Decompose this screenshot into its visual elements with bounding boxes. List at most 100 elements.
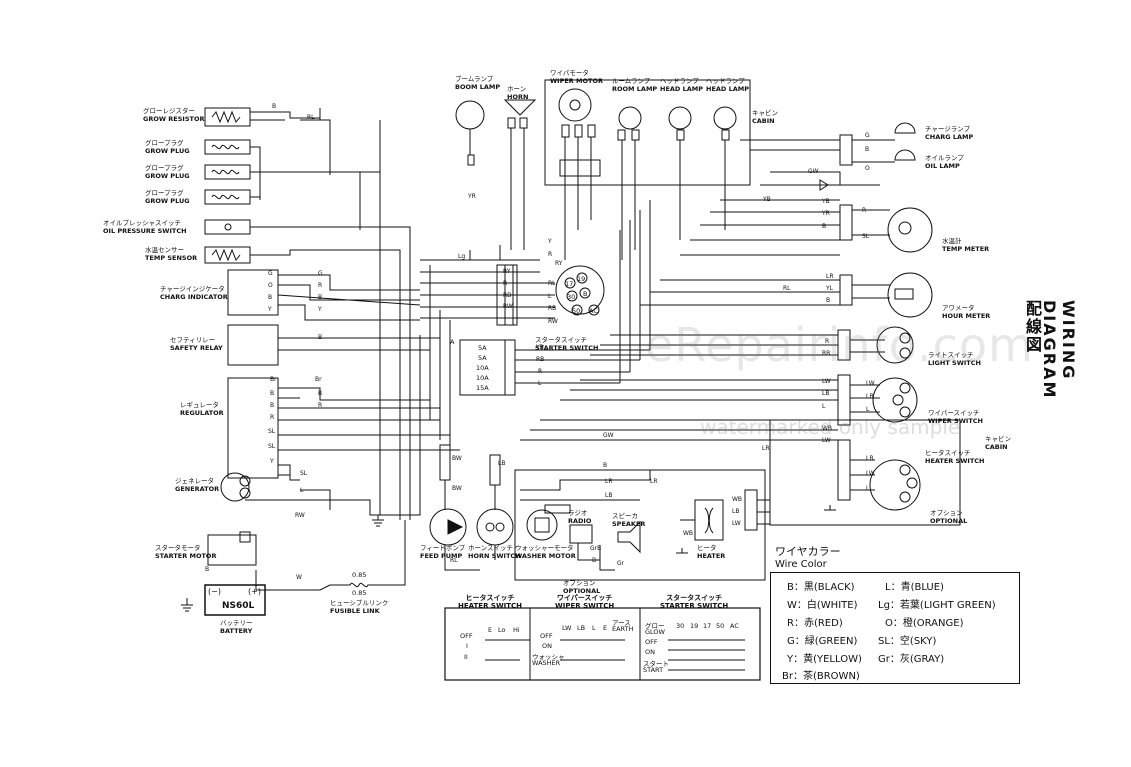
starter-terminal-19: 19 — [577, 275, 586, 283]
wire-label: RW — [548, 318, 558, 325]
wire-label: YB — [822, 198, 830, 205]
wire-label: L — [866, 406, 870, 413]
wire-color-legend-title-en: Wire Color — [775, 559, 827, 570]
watermark-main: eRepairinfo.com — [645, 318, 1034, 372]
fuse-3: 10A — [476, 364, 489, 372]
wire-label: L — [538, 380, 542, 387]
legend-item: L：青(BLUE) — [885, 582, 944, 593]
wire-label: Y — [318, 306, 322, 313]
wire-label: YB — [536, 344, 544, 351]
wire-label: B — [603, 462, 608, 469]
legend-item: B：黒(BLACK) — [787, 582, 855, 593]
fuse-box-a-label: A — [450, 338, 455, 346]
wire-label: R — [270, 414, 275, 421]
wire-label: LW — [822, 437, 831, 444]
wire-label: LB — [498, 460, 506, 467]
wiper-washer-en: WASHER — [532, 659, 561, 667]
wire-label: RY — [503, 268, 511, 275]
wire-label: R — [862, 207, 867, 214]
wire-label: B — [865, 146, 870, 153]
wire-label: YL — [826, 285, 834, 292]
wire-label: BW — [452, 455, 462, 462]
wiper-earth-en: EARTH — [612, 625, 634, 633]
wire-label: RY — [555, 260, 563, 267]
wire-label: G — [268, 270, 273, 277]
legend-item: Gr：灰(GRAY) — [878, 654, 945, 665]
starter-glow-en: GLOW — [645, 628, 665, 636]
wire-label: Gr — [617, 560, 625, 567]
wire-label: WB — [732, 496, 743, 503]
fusible-link-wire-2: 0.85 — [352, 589, 367, 597]
wire-label: RB — [503, 292, 512, 299]
wire-label: Br — [315, 376, 322, 383]
heater-row-i: I — [466, 642, 468, 650]
wire-label: B — [318, 334, 323, 341]
fuse-4: 10A — [476, 374, 489, 382]
starter-glow-jp: グロー — [645, 622, 665, 630]
legend-item: W：白(WHITE) — [787, 600, 858, 611]
diagram-title-en: WIRING DIAGRAM — [1040, 300, 1078, 400]
wire-color-legend-title-jp: ワイヤカラー — [775, 545, 841, 558]
fuse-5: 15A — [476, 384, 489, 392]
wire-label: LW — [822, 378, 831, 385]
wire-label: LR — [826, 273, 834, 280]
wire-label: Y — [268, 306, 272, 313]
wire-label: RB — [822, 350, 831, 357]
starter-terminal-ac: AC — [589, 307, 598, 315]
wire-label: LR — [605, 478, 613, 485]
starter-col-50: 50 — [716, 622, 725, 630]
starter-col-ac: AC — [730, 622, 739, 630]
wire-label: SL — [268, 443, 276, 450]
starter-row-off: OFF — [645, 638, 658, 646]
wire-label: LB — [732, 508, 740, 515]
wire-label: RL — [450, 557, 458, 564]
wiper-washer-jp: ウォッシャ — [532, 653, 565, 661]
wire-label: O — [268, 282, 273, 289]
wire-label: LR — [650, 478, 658, 485]
starter-terminal-b: B — [583, 290, 588, 298]
wire-label: RL — [783, 285, 791, 292]
wire-label: YR — [822, 210, 830, 217]
legend-item: R：赤(RED) — [787, 618, 843, 629]
wire-label: SL — [300, 470, 308, 477]
wire-label: SL — [862, 233, 870, 240]
legend-item: Br：茶(BROWN) — [782, 671, 860, 682]
wire-label: L — [866, 485, 870, 492]
wire-label: G — [318, 270, 323, 277]
wire-label: R — [548, 251, 553, 258]
wire-label: WB — [683, 530, 694, 537]
starter-start-en: START — [643, 666, 664, 674]
wire-label: B — [270, 402, 275, 409]
wire-label: R — [503, 280, 508, 287]
wire-label: RW — [503, 303, 513, 310]
starter-terminal-17: 17 — [565, 280, 574, 288]
wire-label: LB — [866, 455, 874, 462]
heater-row-off: OFF — [460, 632, 473, 640]
wire-label: GW — [603, 432, 614, 439]
wire-label: BW — [452, 485, 462, 492]
starter-terminal-50: 50 — [572, 307, 581, 315]
wire-label: L — [548, 293, 552, 300]
wire-label: LW — [866, 470, 875, 477]
wiper-col-l: L — [592, 624, 596, 632]
